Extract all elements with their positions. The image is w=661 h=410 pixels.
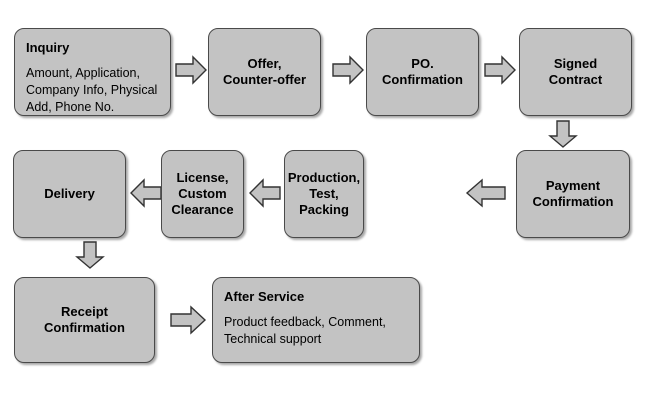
arrow-delivery-to-receipt: [75, 241, 105, 269]
node-signed-contract[interactable]: Signed Contract: [519, 28, 632, 116]
node-signed-contract-title: Signed Contract: [548, 56, 603, 87]
node-license[interactable]: License, Custom Clearance: [161, 150, 244, 238]
node-license-title: License, Custom Clearance: [171, 170, 234, 217]
arrow-license-to-delivery: [130, 178, 162, 208]
arrow-contract-to-payment: [548, 120, 578, 148]
node-after-service[interactable]: After Service Product feedback, Comment,…: [212, 277, 420, 363]
arrow-receipt-to-after-service: [170, 305, 207, 335]
node-payment-confirmation[interactable]: Payment Confirmation: [516, 150, 630, 238]
node-inquiry-title: Inquiry: [26, 40, 70, 55]
arrow-offer-to-po: [332, 55, 364, 85]
node-delivery-title: Delivery: [44, 186, 95, 201]
arrow-production-to-license: [249, 178, 281, 208]
node-inquiry-body: Amount, Application, Company Info, Physi…: [26, 66, 158, 114]
node-production[interactable]: Production, Test, Packing: [284, 150, 364, 238]
node-po-confirmation[interactable]: PO. Confirmation: [366, 28, 479, 116]
node-production-title: Production, Test, Packing: [287, 170, 361, 217]
node-receipt-confirmation[interactable]: Receipt Confirmation: [14, 277, 155, 363]
node-payment-confirmation-title: Payment Confirmation: [532, 178, 614, 209]
node-after-service-title: After Service: [224, 289, 305, 304]
arrow-po-to-contract: [484, 55, 516, 85]
node-receipt-confirmation-title: Receipt Confirmation: [44, 304, 125, 335]
node-delivery[interactable]: Delivery: [13, 150, 126, 238]
arrow-inquiry-to-offer: [175, 55, 207, 85]
node-offer-title: Offer, Counter-offer: [222, 56, 307, 87]
node-offer[interactable]: Offer, Counter-offer: [208, 28, 321, 116]
node-po-confirmation-title: PO. Confirmation: [382, 56, 463, 87]
node-inquiry[interactable]: Inquiry Amount, Application, Company Inf…: [14, 28, 171, 116]
node-after-service-body: Product feedback, Comment, Technical sup…: [224, 315, 386, 346]
arrow-payment-to-production: [465, 178, 506, 208]
